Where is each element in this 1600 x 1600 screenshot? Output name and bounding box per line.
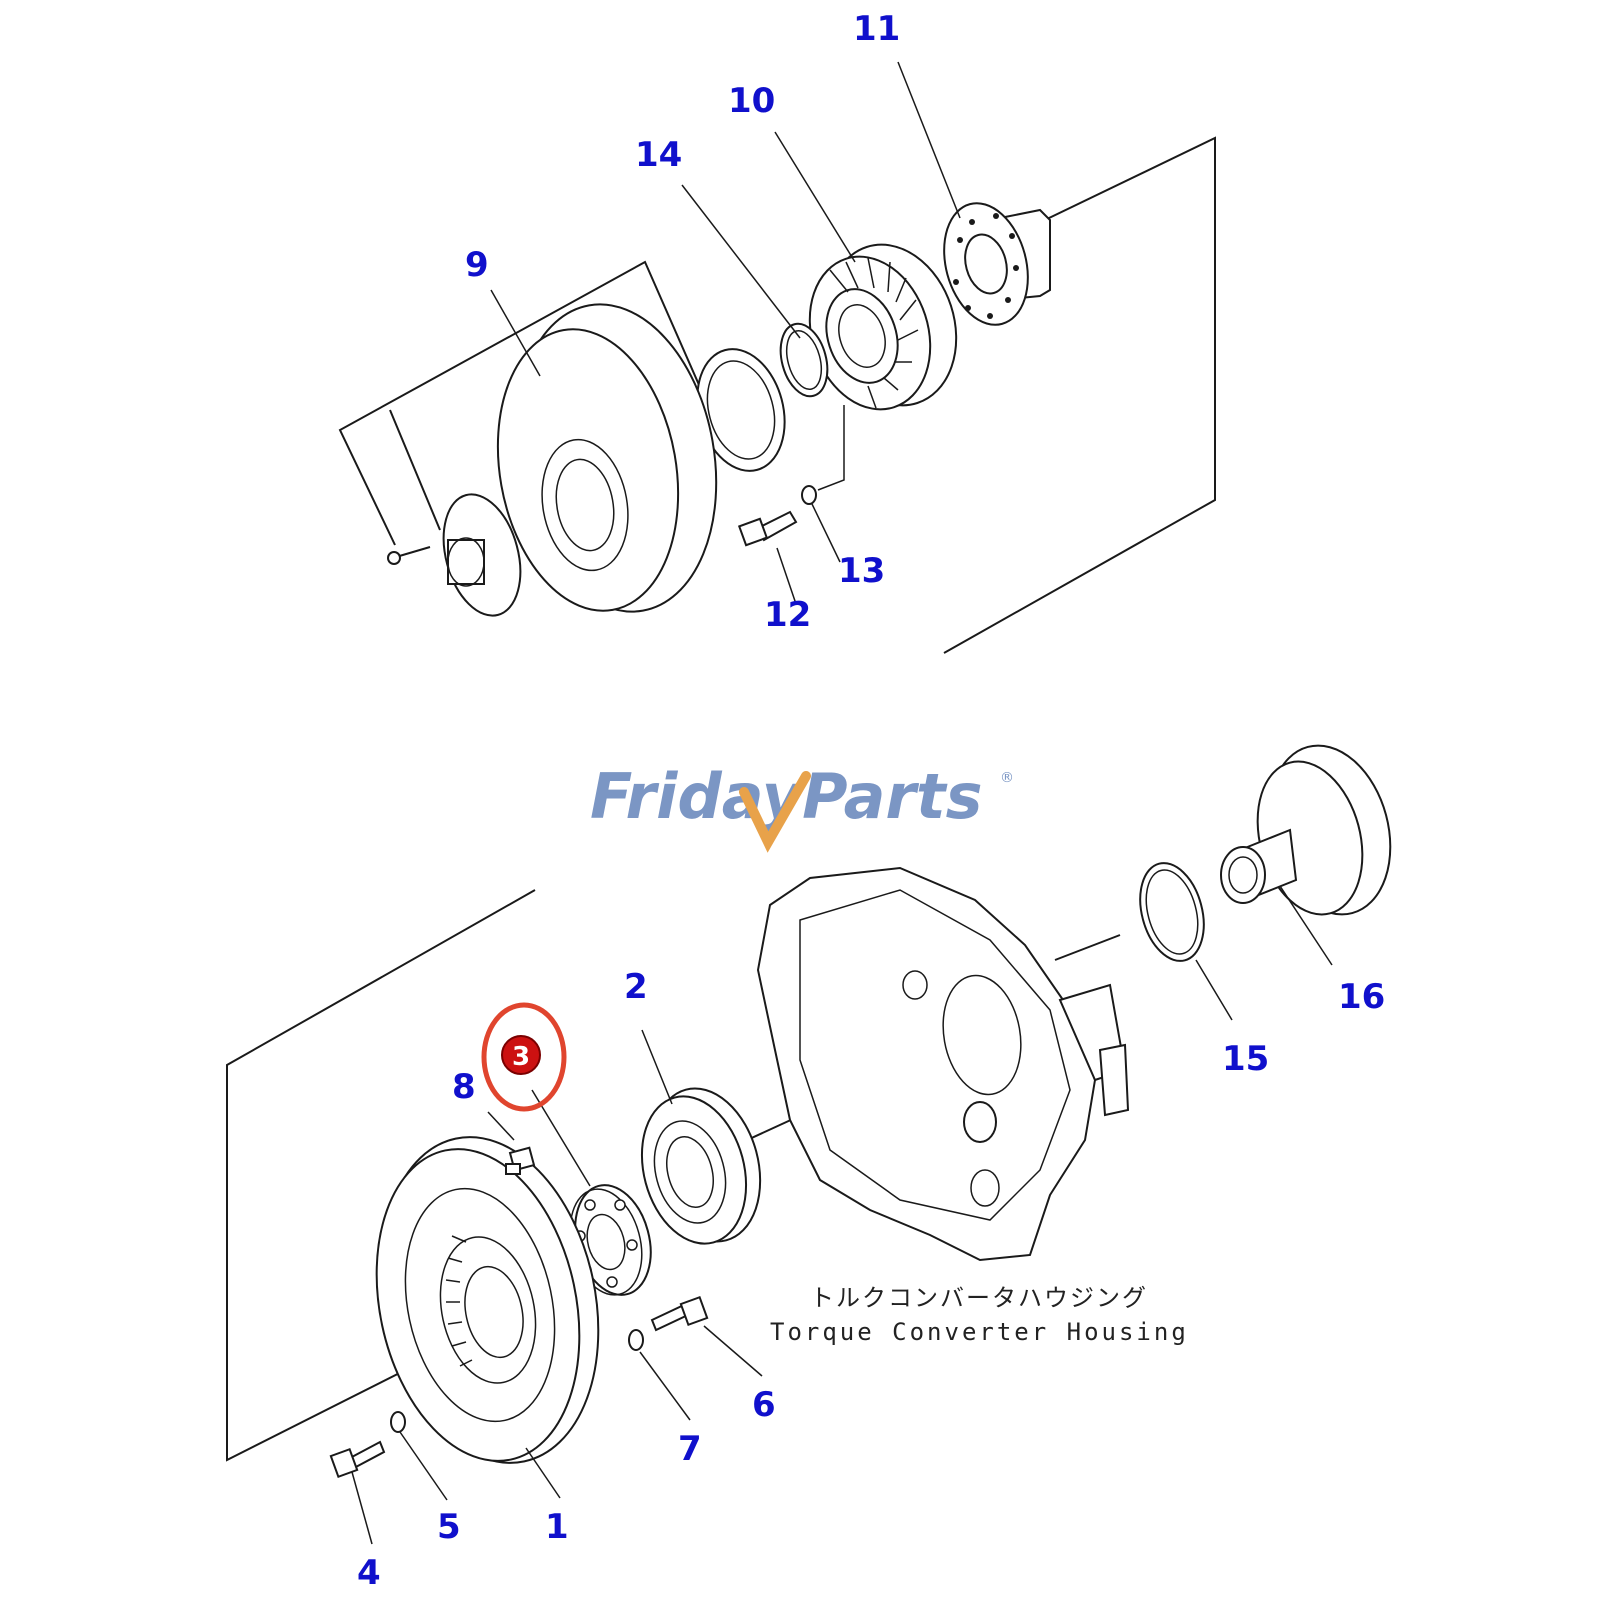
part-12-bolt: [737, 510, 798, 547]
logo-registered-mark: ®: [1000, 770, 1014, 786]
part-16-output-flange: [1220, 744, 1392, 916]
callout-16[interactable]: 16: [1338, 977, 1385, 1017]
part-8-plug: [505, 1146, 536, 1175]
housing-label-english: Torque Converter Housing: [770, 1318, 1189, 1346]
part-11-flange: [943, 202, 1051, 326]
callout-14[interactable]: 14: [635, 135, 682, 175]
lower-leaders: [351, 885, 1333, 1545]
callout-10[interactable]: 10: [728, 81, 775, 121]
logo-accent-icon: [739, 771, 811, 853]
lower-assembly: [226, 744, 1392, 1545]
callout-11[interactable]: 11: [853, 9, 900, 49]
callout-9[interactable]: 9: [465, 245, 489, 285]
upper-bracket-left: [338, 260, 733, 546]
hub-bolt: [387, 546, 431, 565]
callout-8[interactable]: 8: [452, 1067, 476, 1107]
callout-12[interactable]: 12: [764, 595, 811, 635]
callout-7[interactable]: 7: [678, 1429, 702, 1469]
callout-2[interactable]: 2: [624, 967, 648, 1007]
part-4-bolt: [329, 1440, 386, 1479]
callout-15[interactable]: 15: [1222, 1039, 1269, 1079]
callout-1[interactable]: 1: [545, 1507, 569, 1547]
part-5-washer: [390, 1411, 406, 1433]
housing-label-japanese: トルクコンバータハウジング: [810, 1284, 1148, 1312]
logo-text: FridayParts: [590, 760, 983, 833]
part-6-bolt: [650, 1295, 709, 1332]
lower-frame-line: [226, 889, 536, 1462]
part-10-stator: [808, 243, 958, 411]
part-9-turbine: [496, 303, 718, 613]
hub-flange: [442, 493, 522, 617]
highlight-badge-number: 3: [512, 1042, 530, 1072]
callout-6[interactable]: 6: [752, 1385, 776, 1425]
part-7-washer: [628, 1329, 644, 1351]
callout-numbers: 11 10 14 9 13 12 2 16 15 8 6 7 1 5 4: [357, 9, 1385, 1593]
leader-line: [389, 409, 441, 531]
part-15-o-ring: [1139, 862, 1205, 962]
fridayparts-logo: FridayParts ®: [590, 760, 1014, 853]
callout-4[interactable]: 4: [357, 1553, 381, 1593]
torque-converter-housing: [756, 866, 1130, 1262]
highlight-part-3: 3: [481, 1002, 567, 1112]
part-14-snap-ring: [779, 322, 829, 398]
part-1-pump-housing: [375, 1136, 600, 1464]
callout-13[interactable]: 13: [838, 551, 885, 591]
shaft-axis-2: [1054, 934, 1121, 961]
highlight-badge[interactable]: [501, 1035, 541, 1075]
part-2-pump-gear: [640, 1087, 762, 1245]
upper-leaders: [490, 61, 961, 605]
callout-5[interactable]: 5: [437, 1507, 461, 1547]
upper-frame-line: [943, 136, 1216, 654]
highlight-circle: [481, 1002, 567, 1112]
part-13-washer: [801, 485, 817, 505]
upper-assembly: [338, 61, 1216, 654]
